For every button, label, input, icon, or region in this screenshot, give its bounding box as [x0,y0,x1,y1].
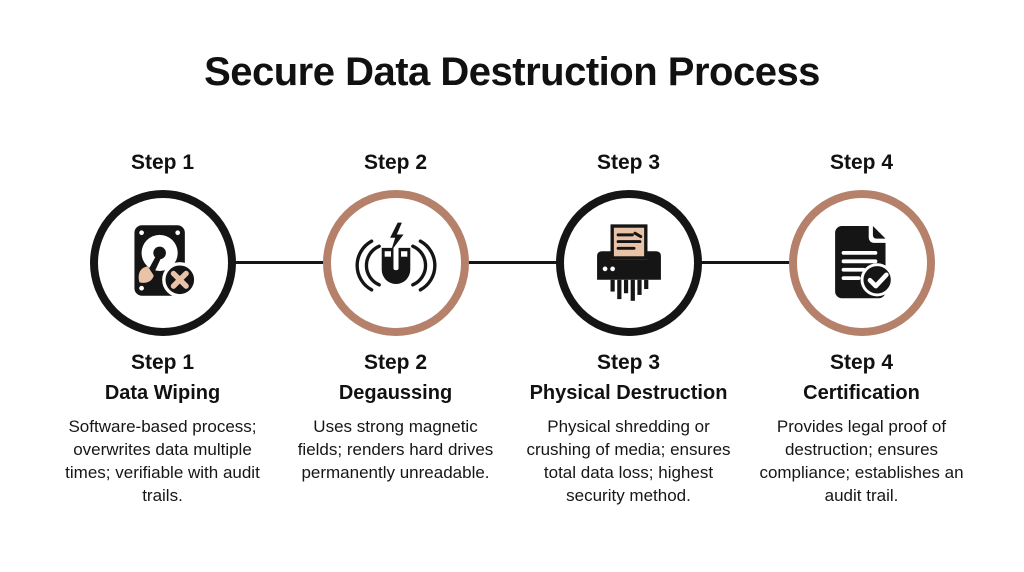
step-label-top: Step 4 [829,151,894,174]
step-label-bottom: Step 1 [130,351,195,374]
step-column-3: Step 3 Step 3 Physical Destruction [512,150,745,507]
step-description: Provides legal proof of destruction; ens… [759,417,964,505]
step-label-bottom: Step 2 [363,351,428,374]
step-circle-2 [322,190,469,336]
step-name: Certification [803,382,920,404]
step-name: Data Wiping [104,382,221,404]
step-column-1: Step 1 Step 1 Data Wiping Sof [46,150,279,507]
step-circle-4 [788,190,935,336]
page-title: Secure Data Destruction Process [204,50,820,94]
degausser-magnet-icon [354,222,437,292]
step-circle-1 [89,190,236,336]
step-name: Physical Destruction [529,382,728,404]
step-label-top: Step 2 [363,151,428,174]
certificate-check-icon [834,226,894,299]
step-label-top: Step 3 [596,151,661,174]
step-label-bottom: Step 3 [596,351,661,374]
step-description: Physical shredding or crushing of media;… [526,417,731,505]
connector-line [162,261,862,264]
step-column-4: Step 4 Step 4 Certification Provides leg… [745,150,978,507]
step-label-top: Step 1 [130,151,195,174]
step-name: Degaussing [338,382,453,404]
step-description: Uses strong magnetic fields; renders har… [297,417,494,482]
step-label-bottom: Step 4 [829,351,894,374]
step-circle-3 [555,190,702,336]
step-column-2: Step 2 Step 2 Degaussing Uses strong mag… [279,150,512,507]
step-description: Software-based process; overwrites data … [65,417,260,505]
process-flow: Step 1 Step 1 Data Wiping Sof [46,150,978,507]
hard-drive-wipe-icon [133,225,197,298]
shredder-icon [596,224,661,301]
